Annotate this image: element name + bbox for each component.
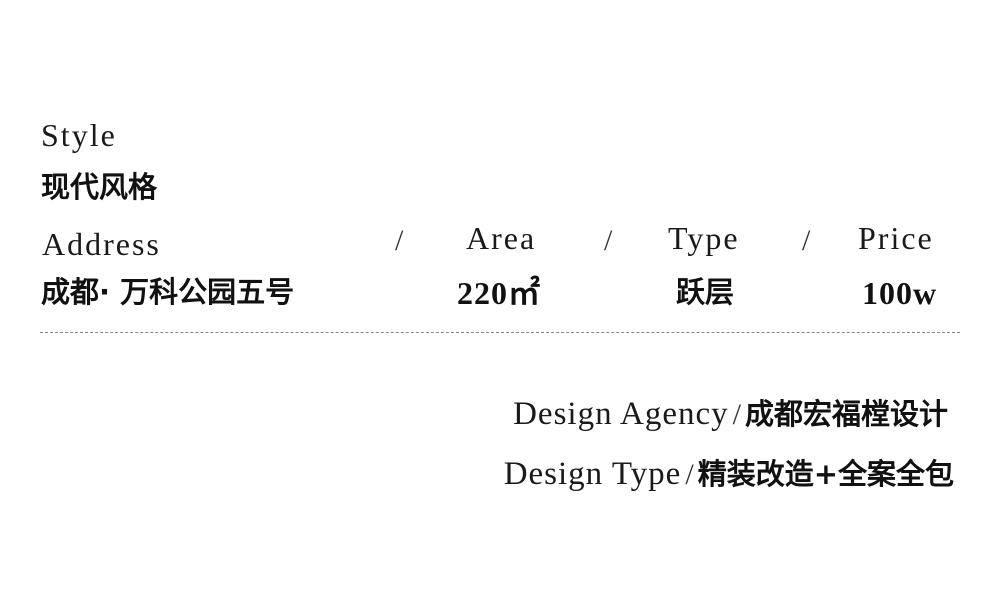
type-label: Type [668,220,740,256]
area-label: Area [466,220,537,256]
design-type-label: Design Type [503,456,682,492]
design-agency-label: Design Agency [513,396,729,432]
type-value: 跃层 [676,275,735,309]
address-label: Address [42,226,161,262]
separator: / [685,458,694,491]
separator: / [604,224,613,257]
dashed-divider [40,332,960,333]
design-agency-row: Design Agency/成都宏福樘设计 [513,398,948,431]
design-type-value: 精装改造+全案全包 [697,457,954,491]
design-type-row: Design Type/精装改造+全案全包 [504,458,954,491]
separator: / [802,224,811,257]
address-value: 成都· 万科公园五号 [41,275,295,309]
separator: / [732,398,741,431]
design-agency-value: 成都宏福樘设计 [744,397,948,431]
style-label: Style [41,117,117,153]
separator: / [395,224,404,257]
price-value: 100w [862,275,938,311]
price-label: Price [858,220,934,256]
area-value: 220㎡ [457,275,542,311]
style-value: 现代风格 [41,170,158,204]
